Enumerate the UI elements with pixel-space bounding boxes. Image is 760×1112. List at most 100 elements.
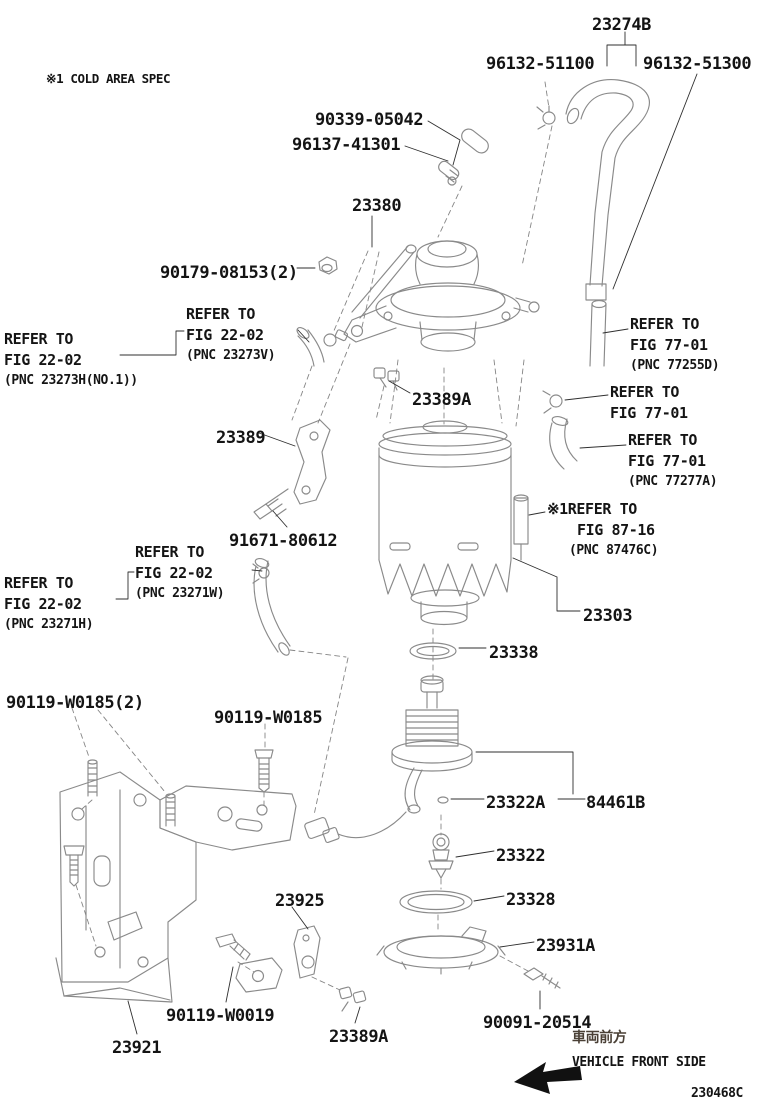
label-line: REFER TO [630, 315, 700, 333]
bolt-w0019-art [215, 933, 251, 961]
label-line: FIG 22-02 [135, 564, 213, 583]
banjo-fitting-art [323, 329, 349, 347]
leader-lines [115, 31, 698, 1035]
label-line: 23389A [412, 390, 472, 410]
filter-element-art [378, 420, 512, 626]
label-line: 23925 [275, 891, 325, 911]
label-line: REFER TO [628, 431, 698, 449]
label-line: 90119-W0019 [166, 1006, 275, 1026]
hose-23271w-art [252, 557, 291, 656]
label-line: 23328 [506, 890, 556, 910]
label-line: 230468C [691, 1086, 743, 1101]
label-part-90179-08153: 90179-08153(2) [160, 261, 298, 285]
label-line: FIG 22-02 [4, 351, 82, 370]
label-line: FIG 77-01 [610, 404, 688, 423]
label-part-23931a: 23931A [536, 934, 595, 958]
label-cold-area-spec: ※1 COLD AREA SPEC [46, 70, 170, 88]
clamp-23389a-lower-art [338, 986, 367, 1012]
label-part-23389a-upper: 23389A [412, 388, 471, 412]
hose-clamp-lower-art [542, 390, 563, 414]
label-line: 90119-W0185 [214, 708, 323, 728]
label-part-23380: 23380 [352, 194, 402, 218]
label-line: FIG 87-16 [577, 521, 655, 540]
label-line: FIG 22-02 [4, 595, 82, 614]
hose-23273v-art [296, 326, 325, 367]
label-line: 96137-41301 [292, 135, 401, 155]
label-line: 車両前方 [572, 1030, 627, 1046]
label-line: (PNC 77277A) [628, 473, 718, 489]
label-line: ※1REFER TO [547, 500, 637, 518]
label-line: 23274B [592, 15, 652, 35]
label-line: 84461B [586, 793, 646, 813]
label-line: REFER TO [186, 305, 256, 323]
stud-art [87, 759, 176, 827]
label-line: 23389 [216, 428, 266, 448]
label-line: REFER TO [610, 383, 680, 401]
bolt-91671-art [253, 488, 289, 520]
label-part-96132-51100: 96132-51100 [486, 52, 595, 76]
label-part-23322a: 23322A [486, 791, 545, 815]
cold-area-part-art [513, 494, 529, 561]
label-line: FIG 77-01 [628, 452, 706, 471]
label-part-23921: 23921 [112, 1036, 162, 1060]
label-line: 23921 [112, 1038, 162, 1058]
label-part-90339-05042: 90339-05042 [315, 108, 424, 132]
label-line: VEHICLE FRONT SIDE [572, 1055, 706, 1070]
label-line: REFER TO [4, 330, 74, 348]
bolt-lower-left-art [63, 845, 85, 887]
label-line: (PNC 23271W) [135, 585, 225, 601]
label-ref-fig2202-23273h: REFER TO FIG 22-02 (PNC 23273H(NO.1)) [4, 329, 138, 390]
label-line: 90339-05042 [315, 110, 424, 130]
hose-77277a-art [549, 416, 578, 470]
label-part-23338: 23338 [489, 641, 539, 665]
label-part-84461b: 84461B [586, 791, 645, 815]
label-line: 23389A [329, 1027, 389, 1047]
label-doc-code: 230468C [691, 1085, 743, 1103]
priming-pump-art [391, 675, 473, 814]
label-ref-fig2202-23271h: REFER TO FIG 22-02 (PNC 23271H) [4, 573, 94, 634]
oring-23328-art [399, 890, 473, 914]
fuel-pipe-art [589, 299, 607, 367]
inlet-fitting-art [438, 128, 489, 186]
component-art [55, 79, 650, 1012]
label-line: (PNC 23273H(NO.1)) [4, 372, 138, 388]
label-part-23322: 23322 [496, 844, 546, 868]
label-ref-fig2202-23273v: REFER TO FIG 22-02 (PNC 23273V) [186, 304, 276, 365]
label-line: 90179-08153(2) [160, 263, 298, 283]
label-part-23274b: 23274B [592, 13, 651, 37]
label-line: (PNC 77255D) [630, 357, 720, 373]
pump-head-art [343, 240, 540, 352]
label-line: 23322A [486, 793, 546, 813]
label-line: 23303 [583, 606, 633, 626]
label-part-23328: 23328 [506, 888, 556, 912]
nut-art [318, 256, 338, 275]
label-line: ※1 COLD AREA SPEC [46, 71, 171, 86]
label-line: 90119-W0185(2) [6, 693, 144, 713]
label-part-90119-w0019: 90119-W0019 [166, 1004, 275, 1028]
label-part-91671-80612: 91671-80612 [229, 529, 338, 553]
label-line: 23931A [536, 936, 596, 956]
label-part-90119-w0185: 90119-W0185 [214, 706, 323, 730]
label-part-96132-51300: 96132-51300 [643, 52, 752, 76]
label-line: 90091-20514 [483, 1013, 592, 1033]
label-part-23389a-lower: 23389A [329, 1025, 388, 1049]
label-line: FIG 22-02 [186, 326, 264, 345]
label-part-96137-41301: 96137-41301 [292, 133, 401, 157]
label-part-23389: 23389 [216, 426, 266, 450]
label-ref-fig7701-77277a: REFER TO FIG 77-01 (PNC 77277A) [628, 430, 718, 491]
connector-art [304, 811, 407, 844]
bolt-90091-art [523, 967, 561, 989]
retainer-23931a-art [376, 926, 506, 975]
label-line: (PNC 23271H) [4, 616, 94, 632]
bolt-w0185-art [254, 749, 274, 793]
label-line: (PNC 23273V) [186, 347, 276, 363]
label-part-23925: 23925 [275, 889, 325, 913]
label-line: REFER TO [4, 574, 74, 592]
label-line: FIG 77-01 [630, 336, 708, 355]
label-line: 96132-51300 [643, 54, 752, 74]
fuel-hose-23274b-art [565, 79, 650, 301]
